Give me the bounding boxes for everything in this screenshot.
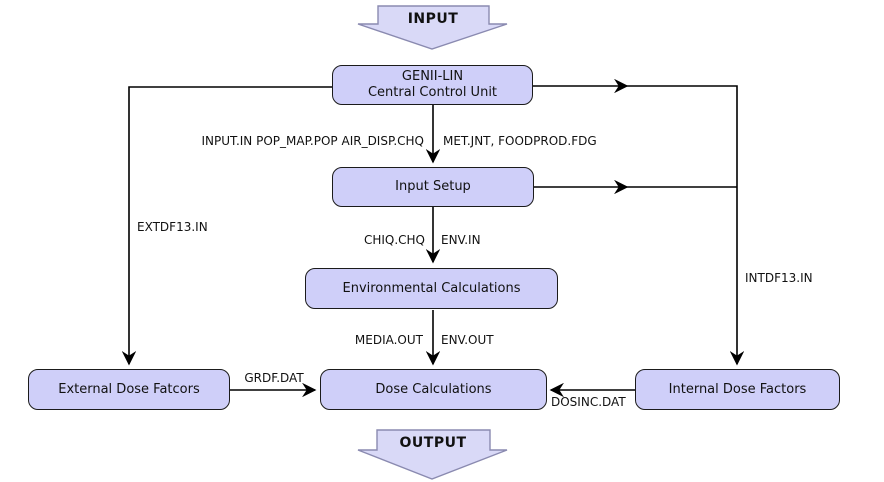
node-genii-title: GENII-LIN (401, 69, 464, 84)
node-genii-central-control-unit: GENII-LIN Central Control Unit (332, 65, 533, 105)
input-banner-label: INPUT (407, 11, 459, 27)
edge-label-genii-to-setup-left: INPUT.IN POP_MAP.POP AIR_DISP.CHQ (201, 134, 425, 148)
node-int-dose-label: Internal Dose Factors (668, 381, 807, 397)
edge-label-env-to-dose-left: MEDIA.OUT (354, 333, 423, 347)
edge-label-genii-to-setup-right: MET.JNT, FOODPROD.FDG (443, 134, 597, 148)
edge-label-setup-to-env-right: ENV.IN (441, 233, 481, 247)
output-banner-arrow-shape (357, 429, 508, 480)
edge-right-vertical (627, 85, 745, 366)
edge-label-env-to-dose-right: ENV.OUT (441, 333, 494, 347)
edge-label-left-branch: EXTDF13.IN (137, 220, 208, 234)
node-internal-dose-factors: Internal Dose Factors (635, 369, 840, 410)
input-banner-arrow-shape (357, 5, 508, 50)
node-genii-subtitle: Central Control Unit (367, 85, 498, 100)
node-ext-dose-label: External Dose Fatcors (58, 381, 200, 397)
node-environmental-calculations: Environmental Calculations (305, 268, 558, 309)
edge-label-int-to-dose: DOSINC.DAT (551, 395, 626, 409)
node-dose-calculations: Dose Calculations (320, 369, 547, 410)
node-env-calc-label: Environmental Calculations (342, 280, 521, 296)
edge-label-setup-to-env-left: CHIQ.CHQ (363, 233, 425, 247)
edge-label-ext-to-dose: GRDF.DAT (244, 371, 304, 385)
output-banner-label: OUTPUT (399, 435, 467, 451)
node-input-setup-label: Input Setup (395, 179, 471, 194)
node-input-setup: Input Setup (332, 167, 534, 207)
node-dose-calc-label: Dose Calculations (375, 381, 492, 397)
node-external-dose-factors: External Dose Fatcors (28, 369, 230, 410)
edge-left-branch (121, 86, 332, 366)
edge-label-right-branch: INTDF13.IN (745, 271, 813, 285)
